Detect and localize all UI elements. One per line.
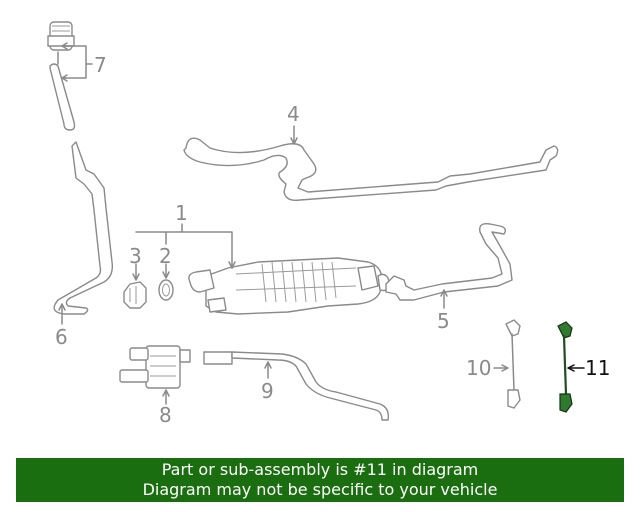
callout-11-leader — [567, 364, 585, 372]
callout-10-leader — [493, 364, 509, 372]
part-7-hose-connector — [47, 21, 76, 131]
callout-1-leader — [135, 223, 236, 269]
banner-line-1: Part or sub-assembly is #11 in diagram — [161, 460, 479, 479]
callout-9[interactable]: 9 — [261, 379, 274, 403]
callout-6[interactable]: 6 — [55, 325, 68, 349]
callout-2-leader — [162, 263, 170, 279]
callout-4[interactable]: 4 — [287, 102, 300, 126]
callout-3[interactable]: 3 — [129, 244, 142, 268]
parts-diagram: 7 6 4 1 2 3 5 — [47, 21, 610, 427]
part-3-connector — [123, 281, 147, 309]
part-6-vent-hose — [53, 141, 114, 315]
part-2-o-ring — [158, 279, 174, 301]
callout-11[interactable]: 11 — [585, 356, 610, 380]
callout-10[interactable]: 10 — [466, 356, 491, 380]
part-9-hose — [203, 351, 390, 421]
callout-1[interactable]: 1 — [175, 201, 188, 225]
part-5-outlet-line — [385, 222, 513, 301]
part-11-sensor-highlighted[interactable] — [557, 321, 573, 413]
callout-6-leader — [58, 303, 66, 325]
callout-5-leader — [440, 289, 448, 309]
callout-8[interactable]: 8 — [159, 403, 172, 427]
callout-3-leader — [132, 263, 140, 281]
notice-banner: Part or sub-assembly is #11 in diagram D… — [16, 458, 624, 502]
callout-9-leader — [264, 361, 272, 379]
callout-4-leader — [290, 125, 298, 145]
part-8-valve-assembly — [119, 345, 191, 389]
callout-7[interactable]: 7 — [94, 53, 107, 77]
banner-line-2: Diagram may not be specific to your vehi… — [142, 480, 498, 499]
callout-5[interactable]: 5 — [437, 309, 450, 333]
callout-7-leader — [61, 42, 93, 82]
part-1-evap-canister — [188, 257, 391, 315]
part-4-vapor-line — [183, 137, 559, 202]
callout-8-leader — [162, 389, 170, 405]
part-10-sensor — [505, 319, 521, 409]
callout-2[interactable]: 2 — [159, 244, 172, 268]
